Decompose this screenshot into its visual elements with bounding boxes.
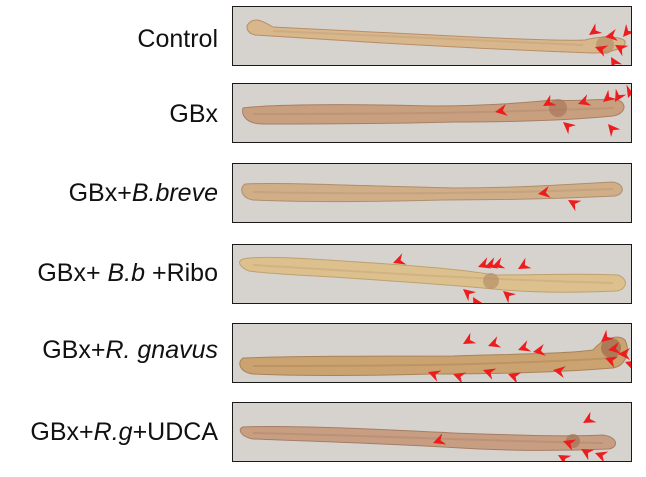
label-part-italic: B.breve — [131, 179, 218, 207]
colon-specimen-photo — [233, 324, 631, 382]
tumor-arrowhead — [563, 439, 577, 451]
tumor-arrowhead — [533, 344, 546, 356]
tumor-arrowhead — [623, 23, 631, 37]
tumor-arrowhead — [393, 253, 407, 265]
tumor-arrowhead — [601, 329, 615, 342]
specimen-photo-panel — [232, 6, 632, 66]
tumor-arrowhead — [488, 336, 502, 348]
tumor-arrowhead — [543, 94, 557, 106]
specimen-photo-panel — [232, 402, 632, 462]
specimen-photo-panel — [232, 83, 632, 143]
tumor-arrowhead — [611, 57, 623, 65]
label-part: Control — [137, 25, 218, 53]
tumor-arrowhead-group — [589, 23, 631, 65]
tumor-arrowhead — [595, 45, 609, 57]
tumor-arrowhead — [538, 186, 551, 198]
tumor-arrowhead — [518, 340, 532, 352]
tumor-arrowhead-group — [495, 84, 631, 138]
label-part-italic: B.b — [107, 259, 146, 287]
tumor-arrowhead — [518, 257, 532, 269]
colon-specimen-photo — [233, 403, 631, 461]
tumor-arrowhead — [583, 411, 597, 423]
tumor-arrowhead — [492, 257, 506, 269]
specimen-photo-panel — [232, 323, 632, 383]
tumor-arrowhead — [428, 370, 442, 382]
tumor-arrowhead — [485, 257, 499, 269]
tumor-arrowhead — [568, 200, 582, 212]
tumor-arrowhead — [433, 433, 447, 445]
tumor-arrowhead — [595, 451, 609, 461]
specimen-photo-panel — [232, 163, 632, 223]
tumor-arrowhead — [605, 29, 618, 41]
label-part: GBx+ — [30, 418, 94, 446]
label-part: GBx — [169, 100, 218, 128]
row-label: GBx — [169, 99, 218, 129]
label-part: GBx+ — [37, 259, 108, 287]
tumor-arrowhead-group — [428, 329, 631, 382]
tumor-arrowhead — [463, 289, 477, 302]
tumor-arrowhead-group — [538, 186, 582, 212]
tumor-arrowhead — [618, 348, 630, 360]
row-label: GBx+R.g+UDCA — [30, 417, 218, 447]
specimen-photo-panel — [232, 244, 632, 304]
label-part: +UDCA — [132, 418, 218, 446]
tumor-arrowhead — [581, 449, 595, 461]
row-label: Control — [137, 24, 218, 54]
tumor-arrowhead — [483, 368, 497, 380]
tumor-arrowhead — [608, 342, 621, 354]
tumor-arrowhead — [589, 23, 603, 35]
label-part-italic: R. gnavus — [105, 336, 218, 364]
colon-tissue — [246, 19, 626, 54]
label-part: GBx+ — [42, 336, 106, 364]
tumor-arrowhead — [608, 124, 621, 138]
tumor-arrowhead — [553, 366, 566, 378]
colon-tissue — [242, 98, 625, 125]
tumor-arrowhead-group — [433, 411, 609, 461]
colon-specimen-photo — [233, 164, 631, 222]
row-label: GBx+B.breve — [69, 178, 218, 208]
tumor-arrowhead — [473, 297, 485, 303]
tumor-arrowhead — [478, 257, 492, 269]
label-part: +Ribo — [145, 259, 218, 287]
label-part: GBx+ — [68, 179, 132, 207]
row-label: GBx+R. gnavus — [42, 335, 218, 365]
tumor-arrowhead — [558, 455, 572, 461]
tumor-arrowhead — [626, 84, 631, 98]
colon-tissue — [241, 181, 623, 202]
tumor-arrowhead — [625, 360, 631, 372]
tumor-arrowhead — [605, 356, 619, 368]
tumor-arrowhead — [495, 104, 508, 116]
tumor-arrowhead — [615, 45, 629, 57]
tumor-arrowhead — [463, 332, 477, 344]
tumor-arrowhead — [603, 89, 617, 102]
colon-specimen-photo — [233, 245, 631, 303]
colon-specimen-photo — [233, 84, 631, 142]
colon-specimen-photo — [233, 7, 631, 65]
tumor-arrowhead — [615, 88, 627, 102]
tumor-arrowhead — [578, 94, 592, 106]
tumor-arrowhead — [503, 291, 517, 303]
tumor-arrowhead — [508, 372, 522, 382]
tumor-arrowhead — [563, 122, 577, 135]
row-label: GBx+ B.b +Ribo — [37, 258, 218, 288]
tumor-arrowhead-group — [393, 253, 532, 303]
tumor-arrowhead — [453, 372, 467, 382]
label-part-italic: R.g — [93, 418, 133, 446]
